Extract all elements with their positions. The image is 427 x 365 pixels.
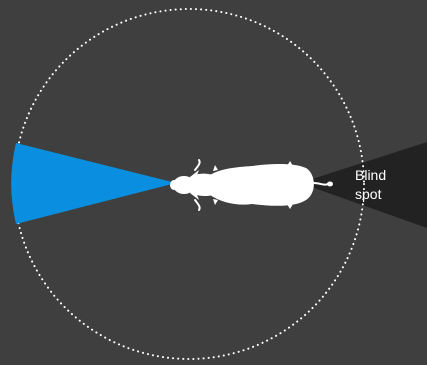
blind-spot-label-line-1: Blind — [355, 167, 386, 183]
blind-spot-label-line-2: spot — [355, 186, 382, 202]
